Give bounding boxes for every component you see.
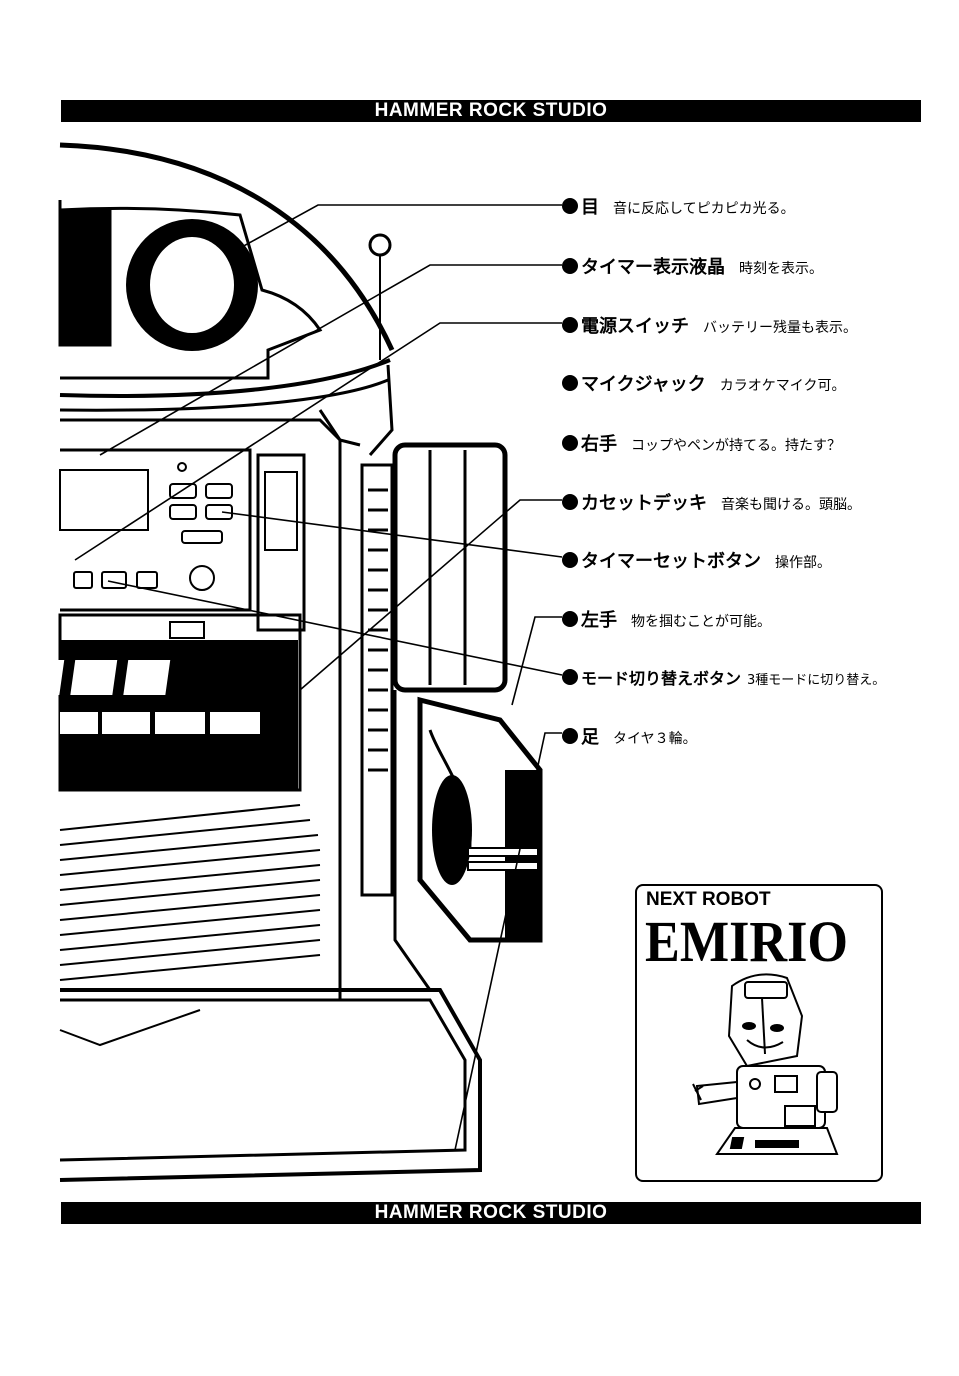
- product-card: NEXT ROBOT EMIRIO: [635, 884, 883, 1182]
- bullet-icon: [562, 611, 578, 627]
- callout-timer-lcd: タイマー表示液晶時刻を表示。: [562, 253, 823, 279]
- callout-eye: 目音に反応してピカピカ光る。: [562, 193, 795, 219]
- callout-mic-jack: マイクジャックカラオケマイク可。: [562, 370, 845, 396]
- product-subtitle: NEXT ROBOT: [646, 889, 771, 910]
- bullet-icon: [562, 317, 578, 333]
- callout-power-switch: 電源スイッチバッテリー残量も表示。: [562, 312, 857, 338]
- callout-timer-set-button: タイマーセットボタン操作部。: [562, 547, 831, 573]
- studio-banner-bottom: HAMMER ROCK STUDIO: [61, 1202, 921, 1224]
- bullet-icon: [562, 494, 578, 510]
- callout-left-hand: 左手物を掴むことが可能。: [562, 606, 771, 632]
- product-name: EMIRIO: [645, 909, 849, 974]
- bullet-icon: [562, 728, 578, 744]
- bullet-icon: [562, 435, 578, 451]
- bullet-icon: [562, 258, 578, 274]
- robot-thumbnail-icon: [692, 973, 839, 1155]
- callout-foot: 足タイヤ３輪。: [562, 723, 697, 749]
- bullet-icon: [562, 375, 578, 391]
- bullet-icon: [562, 669, 578, 685]
- bullet-icon: [562, 552, 578, 568]
- studio-banner-top: HAMMER ROCK STUDIO: [61, 100, 921, 122]
- callout-right-hand: 右手コップやペンが持てる。持たす？: [562, 430, 841, 456]
- callout-cassette-deck: カセットデッキ音楽も聞ける。頭脳。: [562, 489, 861, 515]
- bullet-icon: [562, 198, 578, 214]
